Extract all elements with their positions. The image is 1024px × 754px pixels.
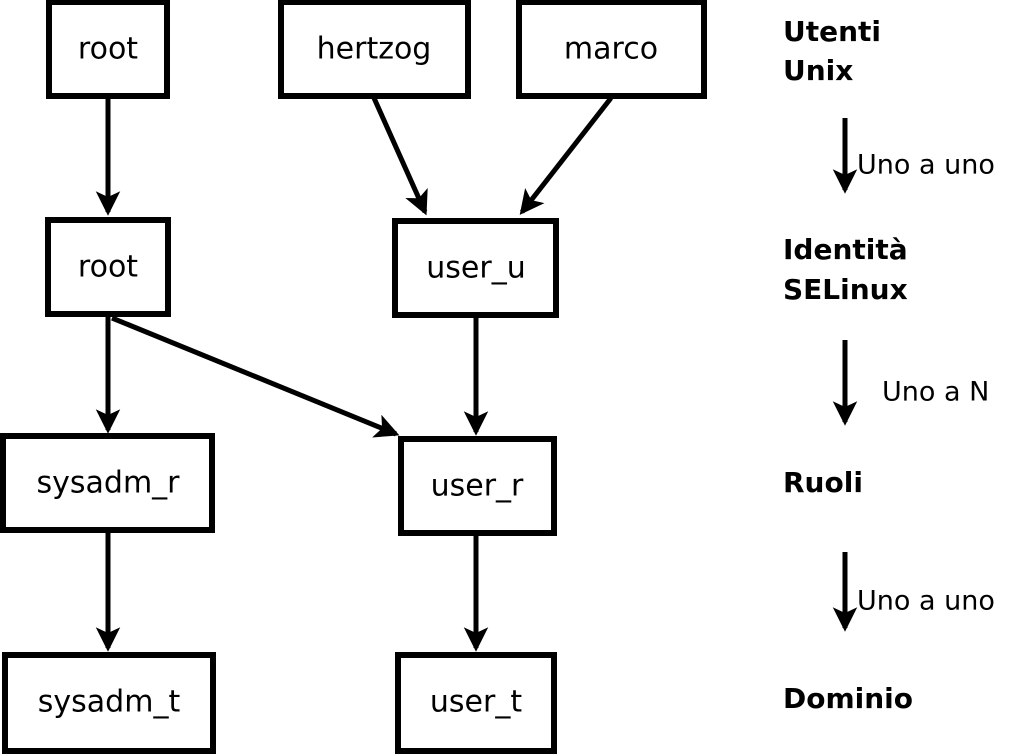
node-user-r[interactable]: user_r	[398, 436, 557, 536]
legend-relation-label: Uno a uno	[857, 150, 995, 181]
node-root-unix[interactable]: root	[46, 0, 170, 99]
node-hertzog[interactable]: hertzog	[278, 0, 471, 99]
legend-level-line1: Identità	[783, 233, 908, 266]
legend-level-unix-users: Utenti Unix	[783, 15, 881, 87]
legend-level-line1: Dominio	[783, 682, 913, 715]
legend-relation-identity-to-role: Uno a N	[832, 340, 989, 426]
legend-relation-role-to-domain: Uno a uno	[832, 552, 995, 632]
node-box	[392, 218, 559, 318]
node-box	[395, 652, 557, 754]
legend-level-line1: Ruoli	[783, 466, 863, 499]
node-label: root	[78, 250, 138, 285]
legend-level-domain: Dominio	[783, 682, 913, 715]
node-label: marco	[564, 32, 658, 67]
edge-hertzog-to-user-u	[371, 96, 428, 216]
node-sysadm-r[interactable]: sysadm_r	[0, 433, 215, 533]
node-label: sysadm_t	[38, 685, 181, 720]
node-label: sysadm_r	[37, 466, 181, 501]
node-box	[45, 217, 171, 317]
legend-level-line2: SELinux	[783, 273, 908, 306]
node-user-u[interactable]: user_u	[392, 218, 559, 318]
node-box	[2, 652, 216, 754]
legend-relation-label: Uno a N	[882, 377, 989, 408]
node-label: root	[78, 32, 138, 67]
legend-relation-label: Uno a uno	[857, 586, 995, 617]
edge-root-identity-to-user-r	[111, 315, 400, 438]
node-marco[interactable]: marco	[516, 0, 707, 99]
legend-relation-unix-to-identity: Uno a uno	[832, 118, 995, 194]
node-root-identity[interactable]: root	[45, 217, 171, 317]
legend-level-roles: Ruoli	[783, 466, 863, 499]
node-box	[0, 433, 215, 533]
node-label: user_t	[430, 685, 522, 720]
legend-column: Utenti Unix Uno a uno Identità SELinux U…	[783, 15, 995, 715]
node-label: user_u	[426, 251, 525, 286]
node-box	[46, 0, 170, 99]
node-label: hertzog	[317, 32, 432, 67]
edge-marco-to-user-u	[519, 96, 613, 215]
legend-level-line1: Utenti	[783, 15, 881, 48]
node-box	[516, 0, 707, 99]
node-box	[398, 436, 557, 536]
node-label: user_r	[431, 469, 524, 504]
legend-level-selinux-identity: Identità SELinux	[783, 233, 908, 306]
legend-level-line2: Unix	[783, 54, 853, 87]
node-user-t[interactable]: user_t	[395, 652, 557, 754]
node-sysadm-t[interactable]: sysadm_t	[2, 652, 216, 754]
node-box	[278, 0, 471, 99]
edges-group	[95, 96, 613, 652]
